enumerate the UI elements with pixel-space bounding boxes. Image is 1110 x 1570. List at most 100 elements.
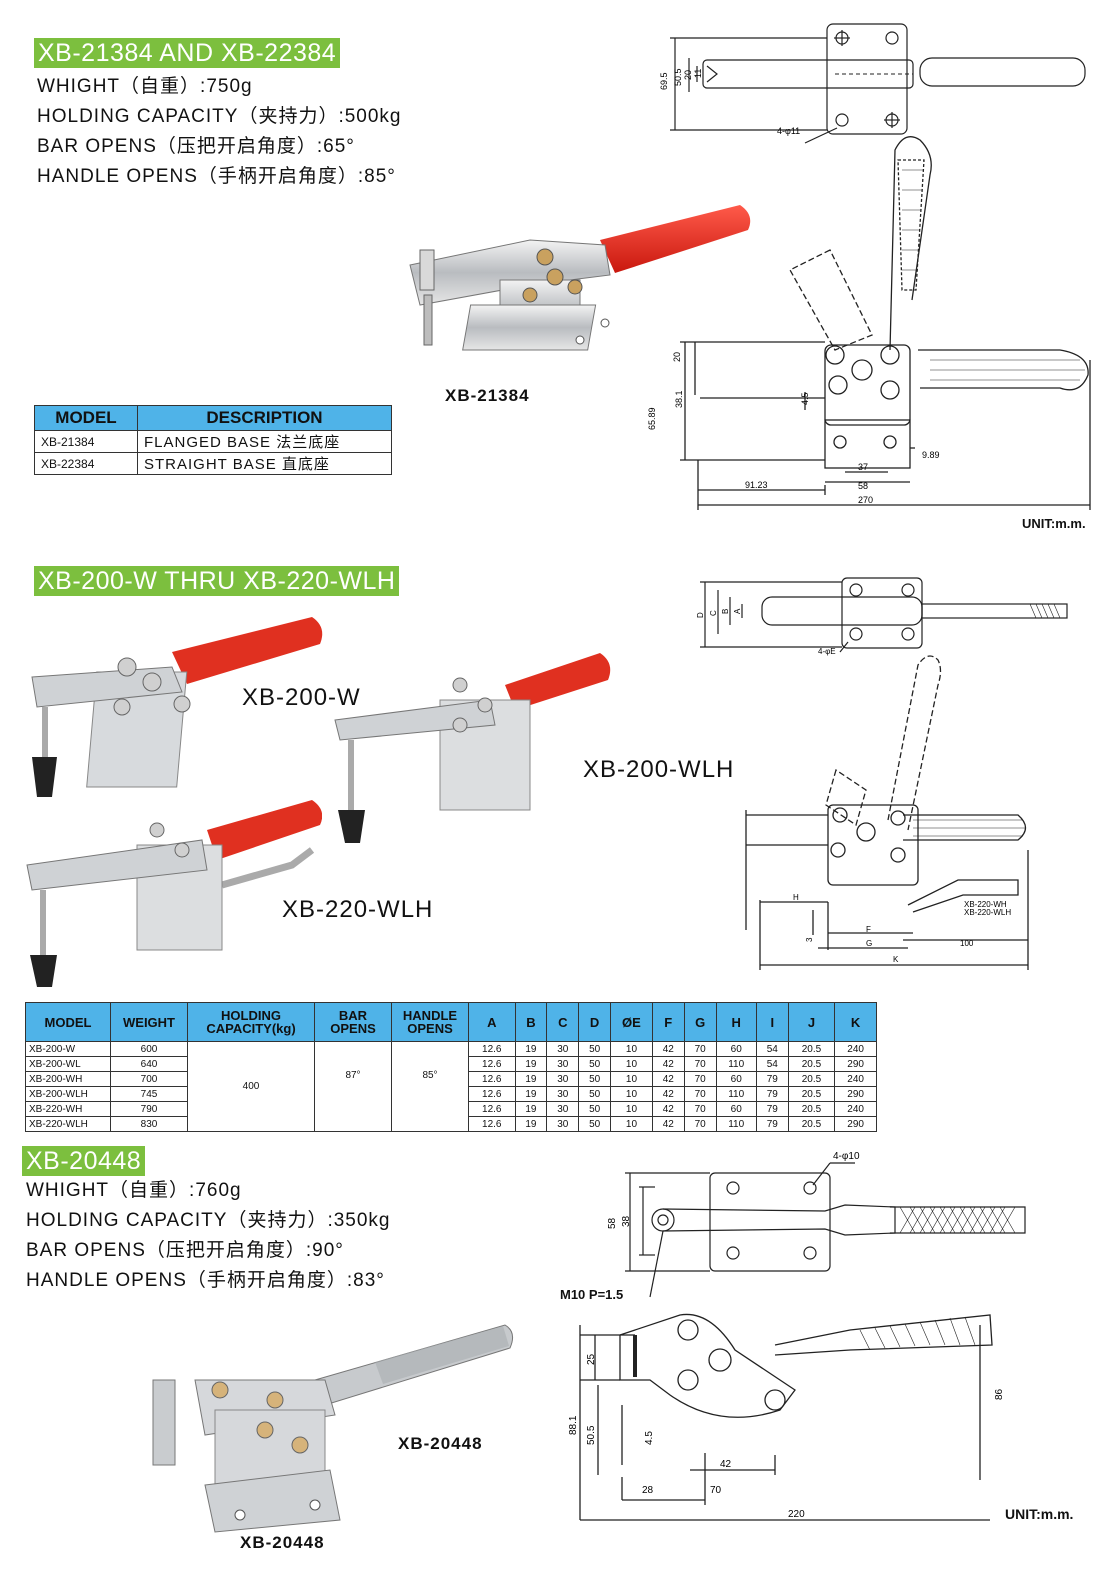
dim-220: 220 — [788, 1509, 805, 1520]
technical-drawing-side-view-1: 20 38.1 65.89 4.5 9.89 37 58 91.23 270 — [647, 136, 1091, 510]
cell: 20.5 — [787, 1041, 836, 1057]
spec-holding-capacity: HOLDING CAPACITY（夹持力）:350kg — [26, 1210, 391, 1231]
cell: 830 — [110, 1116, 188, 1132]
cell: 19 — [514, 1056, 548, 1072]
cell: 50 — [578, 1116, 612, 1132]
cell: 10 — [610, 1071, 653, 1087]
table-row: XB-200-WL 640 12.6 19 30 50 10 42 70 110… — [25, 1056, 877, 1072]
th-k: K — [834, 1002, 877, 1042]
dim-holes-10: 4-φ10 — [833, 1151, 860, 1162]
cell: 79 — [755, 1086, 789, 1102]
section-title-xb-20448: XB-20448 — [22, 1146, 146, 1176]
red-handle — [600, 205, 751, 273]
cell: 42 — [651, 1086, 685, 1102]
dim-91-23: 91.23 — [745, 480, 768, 490]
label-xb-200-w: XB-200-W — [242, 684, 361, 711]
dim-d: D — [696, 612, 705, 618]
dim-25: 25 — [586, 1353, 597, 1365]
unit-label-3: UNIT:m.m. — [1005, 1506, 1074, 1522]
cell: 600 — [110, 1041, 188, 1057]
cell: 42 — [651, 1101, 685, 1117]
cell: 30 — [546, 1086, 580, 1102]
cell: 30 — [546, 1041, 580, 1057]
cell: 290 — [834, 1086, 877, 1102]
cell: 70 — [683, 1116, 717, 1132]
label-xb-220-wlh: XB-220-WLH — [282, 896, 434, 923]
cell: 50 — [578, 1056, 612, 1072]
cell: 60 — [715, 1101, 757, 1117]
spec-bar-opens: BAR OPENS（压把开启角度）:90° — [26, 1240, 344, 1261]
table-row: XB-200-WH 700 12.6 19 30 50 10 42 70 60 … — [25, 1071, 877, 1087]
cell: 30 — [546, 1116, 580, 1132]
cell: 10 — [610, 1116, 653, 1132]
dim-h: H — [793, 893, 799, 902]
th-e: ØE — [610, 1002, 653, 1042]
table-cell-model: XB-22384 — [34, 452, 138, 475]
dim-50-5: 50.5 — [673, 68, 683, 86]
cell: 42 — [651, 1056, 685, 1072]
cell: 10 — [610, 1086, 653, 1102]
cell: 42 — [651, 1116, 685, 1132]
cell: 12.6 — [468, 1116, 516, 1132]
table-row: XB-200-W 600 400 87° 85° 12.6 19 30 50 1… — [25, 1041, 877, 1132]
cell: 79 — [755, 1071, 789, 1087]
cell: 20.5 — [787, 1086, 836, 1102]
product-caption-xb-20448-right: XB-20448 — [398, 1434, 483, 1453]
cell: 240 — [834, 1101, 877, 1117]
cell: 640 — [110, 1056, 188, 1072]
table-cell-model: XB-21384 — [34, 430, 138, 453]
product-photo-xb-200-w — [31, 617, 323, 797]
dim-a: A — [733, 608, 742, 614]
spec-bar-opens: BAR OPENS（压把开启角度）:65° — [37, 136, 355, 157]
th-holding-capacity: HOLDING CAPACITY(kg) — [187, 1002, 315, 1042]
table-cell-description: STRAIGHT BASE 直底座 — [137, 452, 392, 475]
cell: 30 — [546, 1071, 580, 1087]
cell: 42 — [651, 1041, 685, 1057]
th-f: F — [651, 1002, 685, 1042]
cell: 110 — [715, 1056, 757, 1072]
product-photo-xb-200-wlh — [334, 653, 611, 843]
section-title-xb-21384: XB-21384 AND XB-22384 — [34, 38, 341, 68]
cell-bar-opens: 87° — [314, 1041, 392, 1132]
dim-20: 20 — [683, 70, 693, 80]
dim-holes: 4-φ11 — [777, 126, 800, 136]
th-i: I — [755, 1002, 789, 1042]
dim-3: 3 — [805, 937, 814, 942]
cell: XB-200-WH — [25, 1071, 111, 1087]
cell: XB-200-WL — [25, 1056, 111, 1072]
thread-spec: M10 P=1.5 — [560, 1287, 624, 1302]
cell: 240 — [834, 1071, 877, 1087]
cell: XB-220-WLH — [25, 1116, 111, 1132]
th-b: B — [514, 1002, 548, 1042]
table-cell-description: FLANGED BASE 法兰底座 — [137, 430, 392, 453]
technical-drawing-side-view-2: H 3 F G 100 K XB-220-WH XB-220-WLH — [745, 655, 1029, 970]
cell: 10 — [610, 1041, 653, 1057]
cell: 50 — [578, 1071, 612, 1087]
dim-4-5: 4.5 — [800, 392, 810, 405]
cell: XB-200-WLH — [25, 1086, 111, 1102]
cell: 60 — [715, 1041, 757, 1057]
cell: 12.6 — [468, 1056, 516, 1072]
cell: 79 — [755, 1101, 789, 1117]
dim-4-5-3: 4.5 — [644, 1431, 655, 1445]
label-xb-220-wlh-small: XB-220-WLH — [964, 908, 1011, 917]
table-row: XB-21384 FLANGED BASE 法兰底座 — [34, 430, 392, 453]
dim-58: 58 — [858, 481, 868, 491]
dim-11: 11 — [693, 69, 703, 78]
table-header-model: MODEL — [34, 405, 138, 431]
cell: 745 — [110, 1086, 188, 1102]
dim-holes-e: 4-φE — [818, 647, 836, 656]
spec-list-3: WHIGHT（自重）:760g HOLDING CAPACITY（夹持力）:35… — [26, 1176, 391, 1296]
cell: 20.5 — [787, 1116, 836, 1132]
cell: 30 — [546, 1056, 580, 1072]
cell: 70 — [683, 1086, 717, 1102]
model-description-table: MODEL DESCRIPTION XB-21384 FLANGED BASE … — [34, 405, 392, 475]
unit-label-1: UNIT:m.m. — [1022, 516, 1086, 531]
dim-28: 28 — [642, 1485, 654, 1496]
cell: 19 — [514, 1041, 548, 1057]
cell: 54 — [755, 1041, 789, 1057]
cell: 700 — [110, 1071, 188, 1087]
product-caption-xb-21384: XB-21384 — [445, 386, 530, 405]
cell: 10 — [610, 1101, 653, 1117]
dim-100: 100 — [960, 939, 974, 948]
